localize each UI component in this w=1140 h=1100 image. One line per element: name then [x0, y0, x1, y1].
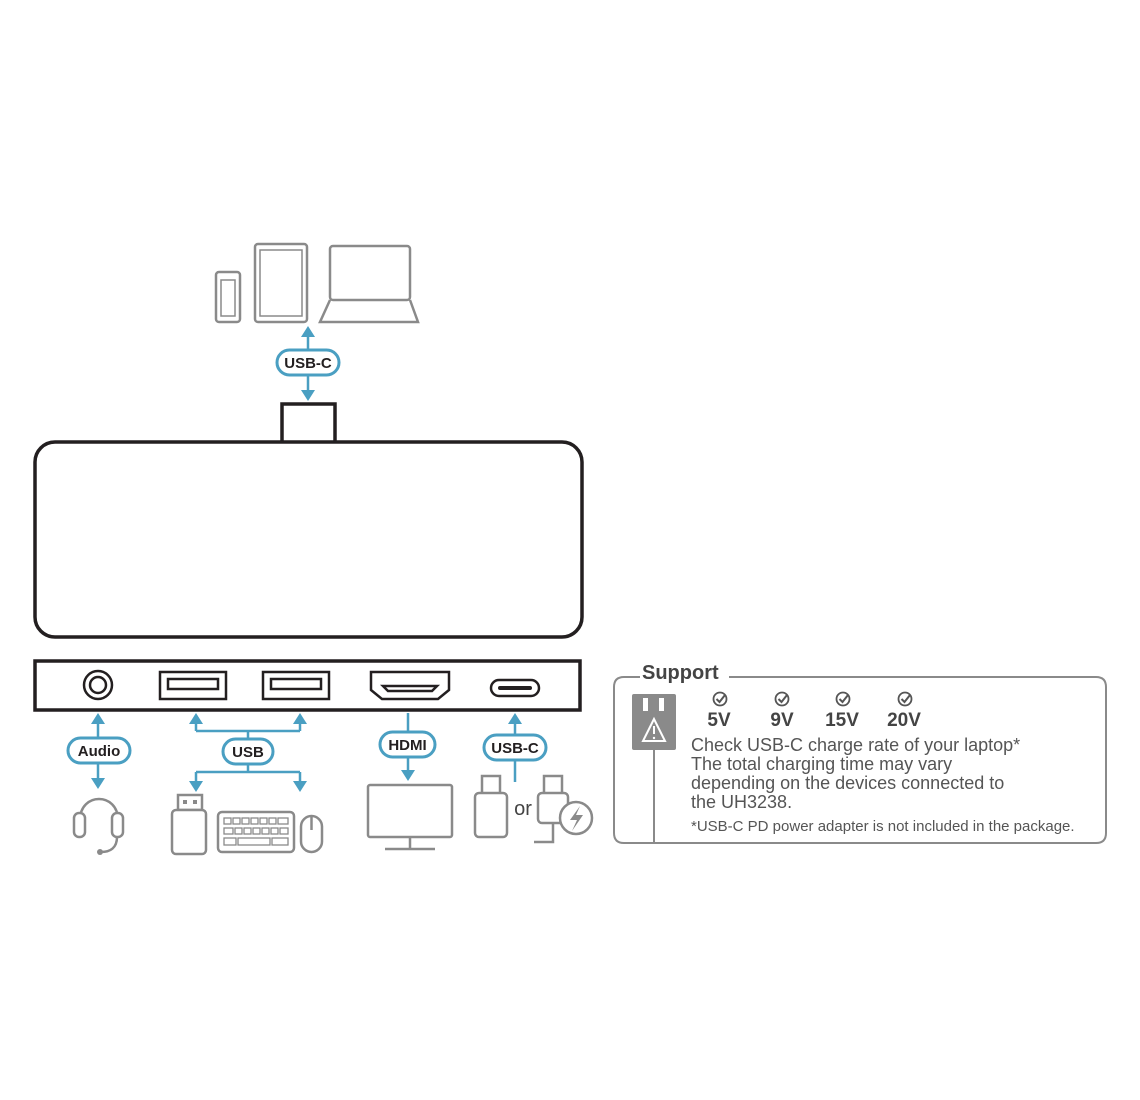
footnote: *USB-C PD power adapter is not included … [691, 818, 1075, 835]
wall-plug-icon [632, 694, 676, 843]
voltage-5v: 5V [707, 710, 731, 731]
tablet-icon [253, 242, 309, 324]
hub-cable-plug [280, 402, 337, 448]
usbc-device-icon [473, 774, 509, 839]
hdmi-port [369, 670, 451, 701]
svg-text:USB-C: USB-C [491, 740, 539, 757]
support-title: Support [642, 662, 719, 684]
usb-a-port-2 [261, 670, 331, 701]
usb-connection [189, 713, 307, 792]
usb-label: USB [221, 737, 275, 766]
check-line-2: The total charging time may vary [691, 754, 952, 774]
usbc-pd-label: USB-C [482, 733, 548, 762]
hub-body-top-view [33, 440, 584, 639]
voltage-20v: 20V [887, 710, 921, 731]
check-line-3: depending on the devices connected to [691, 773, 1004, 793]
hdmi-label: HDMI [378, 730, 437, 759]
check-icon-15v [835, 691, 851, 707]
mouse-icon [299, 814, 324, 854]
usbc-host-label: USB-C [275, 348, 341, 377]
svg-text:HDMI: HDMI [388, 737, 426, 754]
svg-text:Audio: Audio [78, 743, 121, 760]
check-line-4: the UH3238. [691, 792, 792, 812]
flash-drive-icon [170, 793, 208, 856]
check-icon-9v [774, 691, 790, 707]
usbc-pd-port [489, 678, 541, 698]
support-panel: Support 5V 9V 15V 20V [613, 662, 1107, 844]
phone-icon [214, 270, 242, 324]
monitor-icon [366, 783, 454, 851]
svg-text:USB-C: USB-C [284, 355, 332, 372]
headset-icon [72, 797, 125, 855]
svg-text:USB: USB [232, 744, 264, 761]
audio-label: Audio [66, 736, 132, 765]
or-text: or [514, 798, 532, 820]
usb-a-port-1 [158, 670, 228, 701]
audio-jack-port [82, 669, 114, 701]
voltage-15v: 15V [825, 710, 859, 731]
check-line-1: Check USB-C charge rate of your laptop* [691, 735, 1020, 755]
check-icon-20v [897, 691, 913, 707]
keyboard-icon [216, 810, 296, 854]
check-icon-5v [712, 691, 728, 707]
power-adapter-icon [534, 774, 594, 844]
laptop-icon [318, 244, 420, 324]
voltage-9v: 9V [770, 710, 794, 731]
